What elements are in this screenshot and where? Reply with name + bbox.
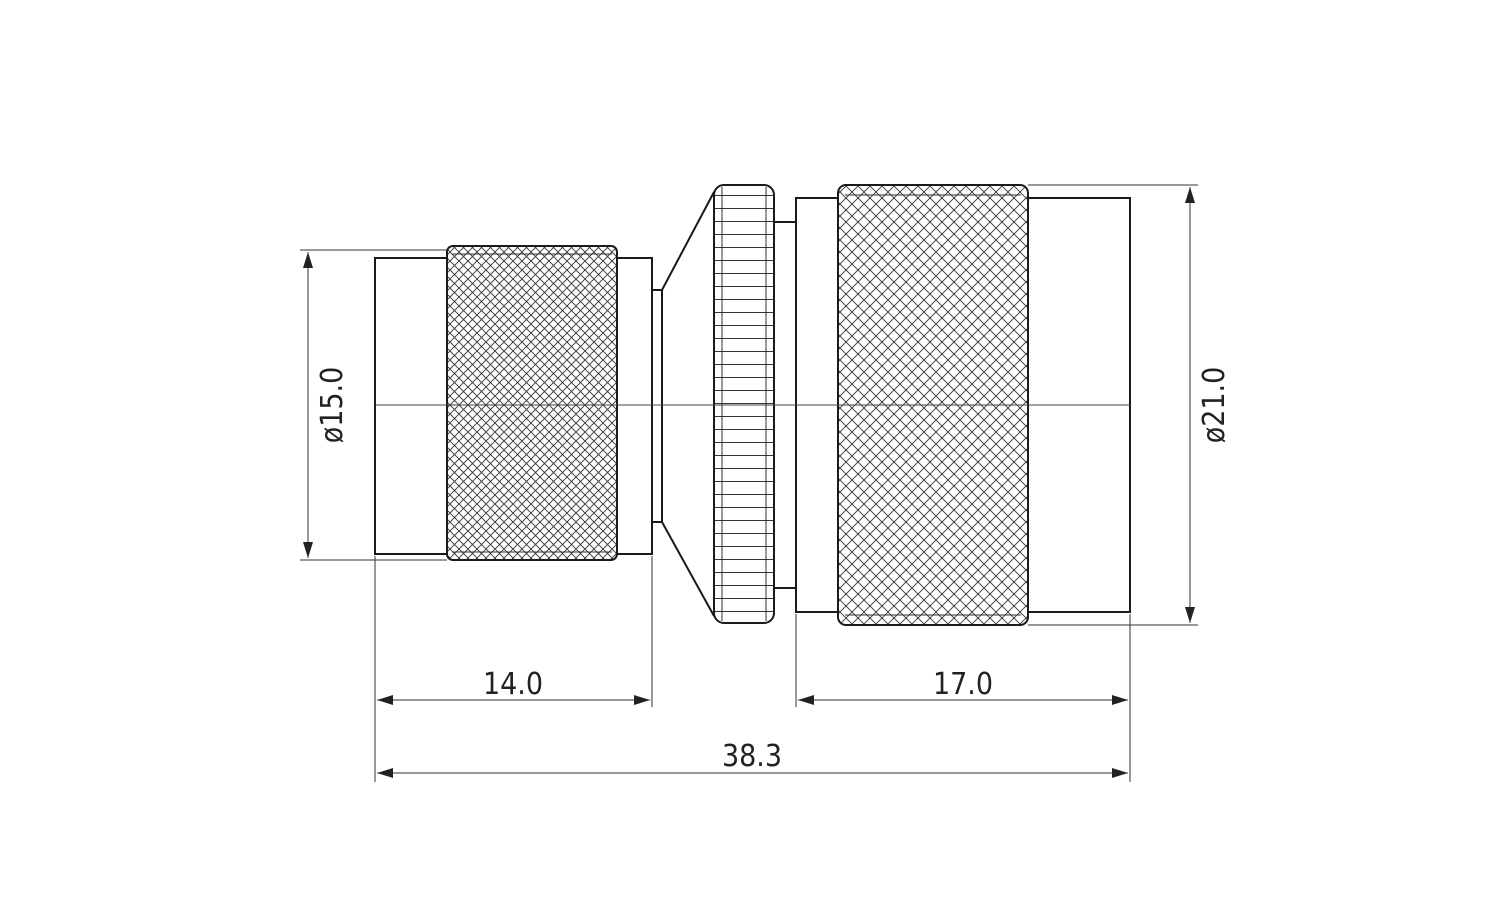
total-length-label: 38.3 — [722, 739, 782, 774]
left-diameter-dimension: ø15.0 — [300, 249, 447, 561]
right-length-label: 17.0 — [933, 667, 993, 702]
right-length-dimension: 17.0 — [798, 667, 1128, 705]
left-neck — [651, 289, 663, 523]
cone-transition — [661, 191, 715, 617]
ribbed-ring — [713, 184, 775, 624]
total-length-dimension: 38.3 — [377, 739, 1128, 778]
left-sleeve — [374, 257, 448, 555]
left-collar — [616, 257, 653, 555]
right-diameter-label: ø21.0 — [1197, 367, 1232, 444]
right-diameter-dimension: ø21.0 — [1028, 184, 1232, 626]
left-diameter-label: ø15.0 — [315, 367, 350, 444]
left-length-dimension: 14.0 — [377, 667, 650, 705]
left-knurled-nut — [446, 245, 618, 561]
left-plug-body — [374, 245, 663, 561]
left-length-label: 14.0 — [483, 667, 543, 702]
